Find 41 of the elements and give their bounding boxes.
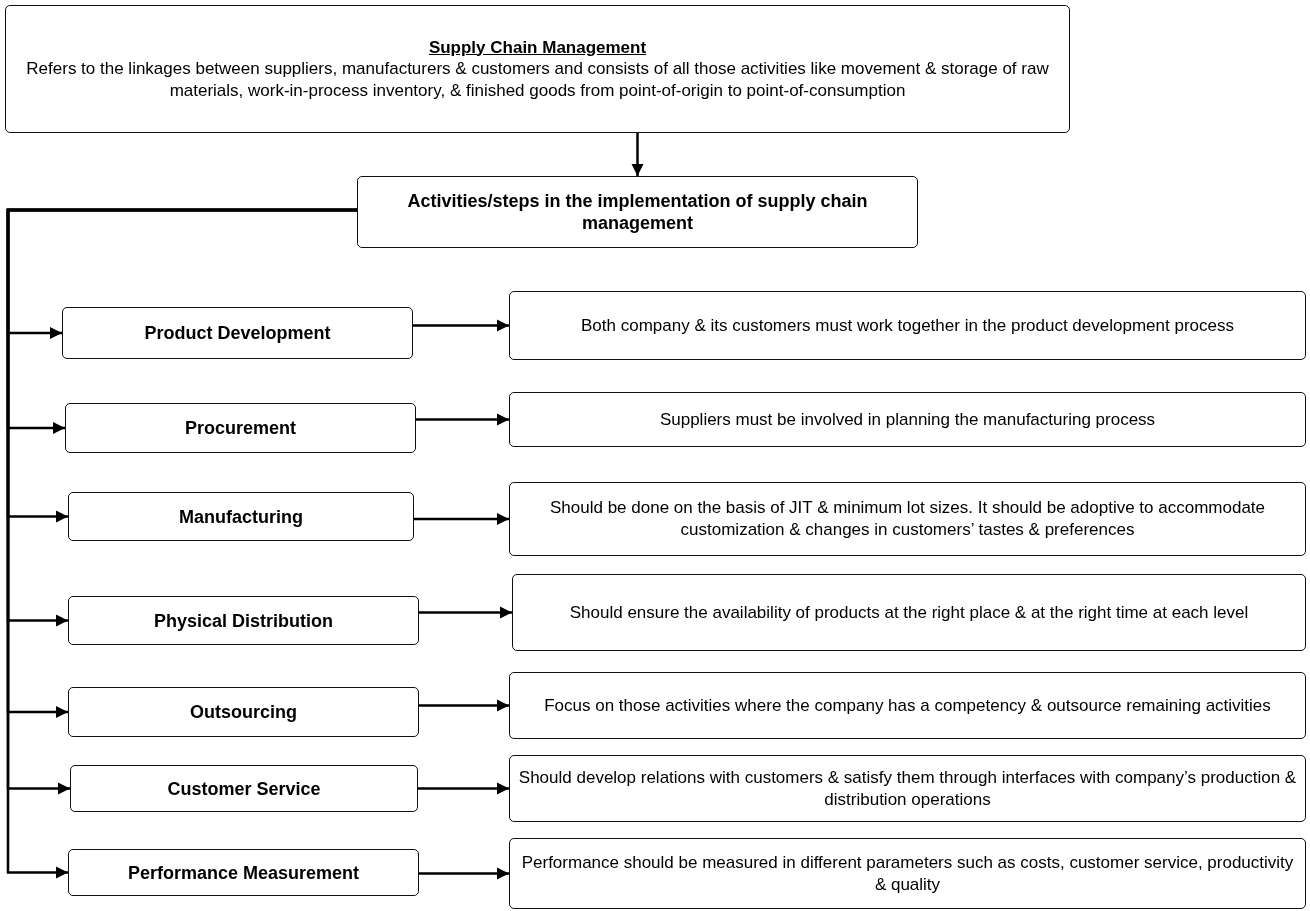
step-box [68, 596, 419, 645]
arrow [416, 413, 509, 426]
step-box [68, 687, 419, 737]
step-label: Manufacturing [179, 505, 303, 528]
description-text: Focus on those activities where the company has a competency & outsource remaining activities [544, 694, 1271, 717]
step-label: Product Development [144, 322, 331, 344]
step-label: Activities/steps in the implementation of supply chain management [406, 190, 869, 234]
step-label: Outsourcing [190, 701, 297, 723]
arrow [413, 319, 509, 332]
arrow [419, 699, 509, 712]
step-box [68, 849, 419, 896]
description-text: Suppliers must be involved in planning the manufacturing process [659, 408, 1156, 431]
heading: Supply Chain Management [428, 36, 647, 58]
step-label: Physical Distribution [153, 609, 333, 632]
arrow [419, 606, 512, 619]
description-text: Performance should be measured in different parameters such as costs, customer service, productivity & quality [520, 851, 1295, 896]
step-box [62, 307, 413, 359]
arrow [414, 512, 509, 526]
step-box [65, 403, 416, 453]
step-label: Customer Service [167, 777, 321, 800]
description-box [509, 291, 1306, 360]
description-box [509, 672, 1306, 739]
step-box [68, 492, 414, 541]
step-label: Performance Measurement [127, 861, 360, 884]
description-box [509, 392, 1306, 447]
description-box [509, 838, 1306, 909]
step-box [70, 765, 418, 812]
description-text: Should develop relations with customers & satisfy them through interfaces with company’s production & distribution operations [518, 766, 1297, 811]
description-text: Should be done on the basis of JIT & minimum lot sizes. It should be adoptive to accommodate customization & changes in customers’ tastes & preferences [549, 497, 1266, 541]
description-text: Should ensure the availability of products at the right place & at the right time at each level [569, 601, 1249, 624]
step-label: Procurement [184, 417, 296, 439]
description-box [512, 574, 1306, 651]
step-box [357, 176, 918, 248]
arrow [418, 782, 509, 795]
arrow [631, 133, 644, 176]
description-text: Both company & its customers must work together in the product development process [581, 314, 1234, 337]
arrow [419, 867, 509, 880]
description-box [5, 5, 1070, 133]
description-box [509, 482, 1306, 556]
description-text: Refers to the linkages between suppliers, manufacturers & customers and consists of all those activities like movement & storage of raw materials, work-in-process inventory, & finished goods from point-of-origin to point-of-consumption [25, 57, 1050, 102]
description-box [509, 755, 1306, 822]
